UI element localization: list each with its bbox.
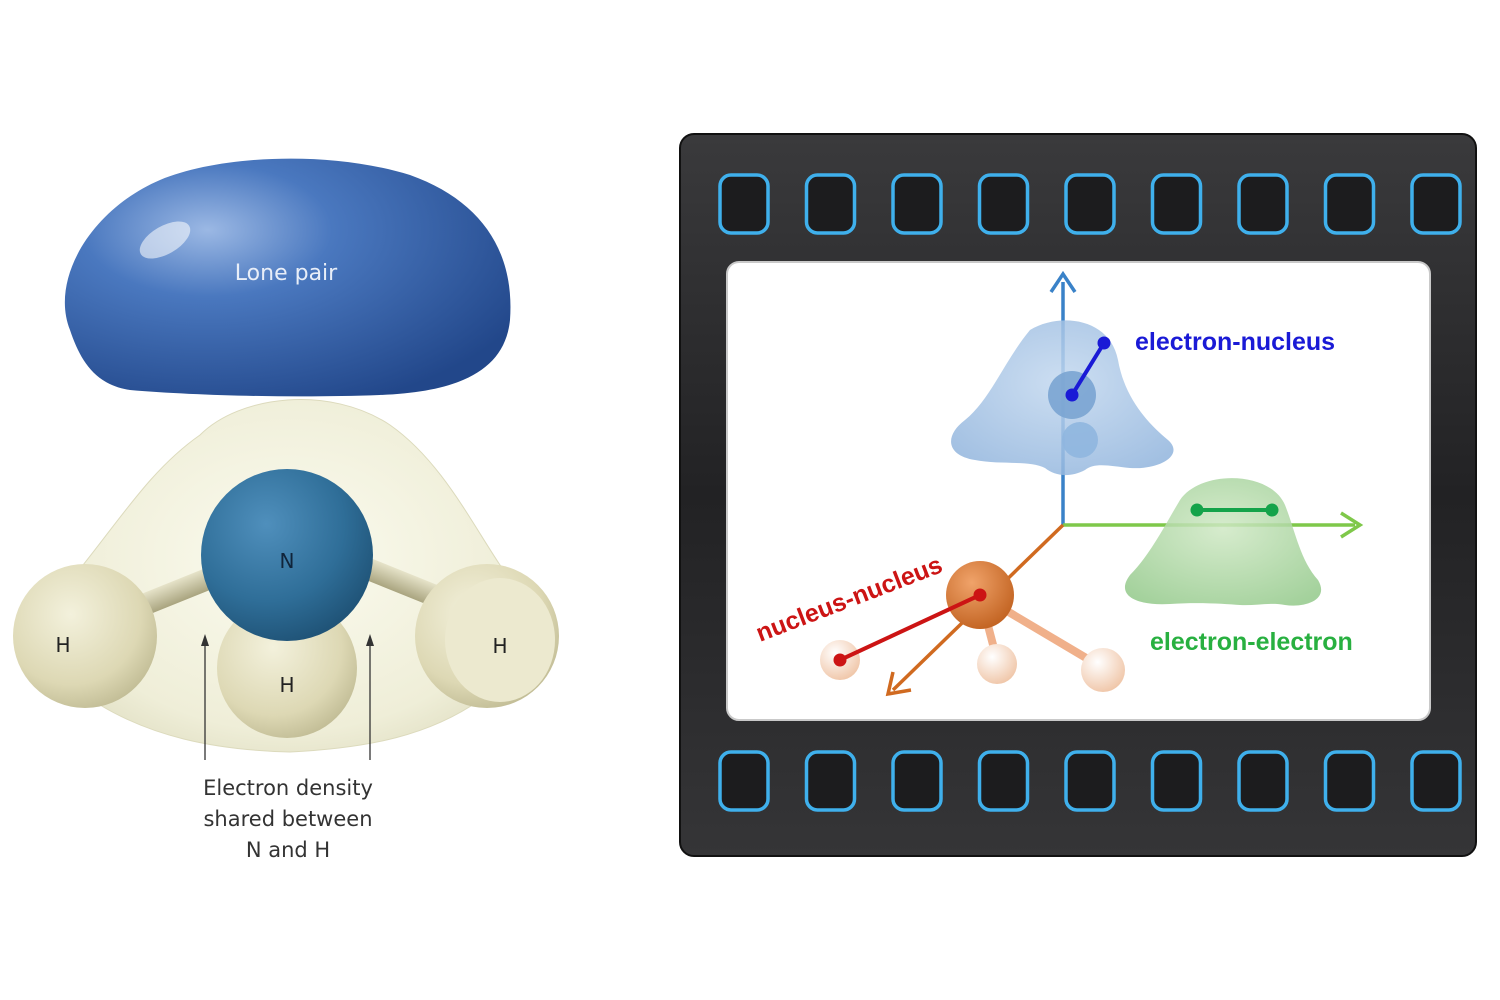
- perforation-top-2: [804, 173, 857, 235]
- perforation-top-1: [718, 173, 770, 235]
- perforation-top-3: [891, 173, 943, 235]
- pointer-arrowhead-left: [201, 634, 209, 646]
- hydrogen-left-label: H: [55, 633, 70, 657]
- interaction-diagram: electron-nucleus electron-electron nucle…: [752, 270, 1364, 697]
- lone-pair-highlight: [139, 221, 191, 259]
- perforations-top: [718, 173, 1462, 235]
- axis-vertical-arrowhead: [1049, 270, 1077, 293]
- perforation-bottom-8: [1323, 750, 1376, 812]
- nucleus-point-a: [833, 653, 847, 667]
- nitrogen-label: N: [280, 549, 295, 573]
- perforation-bottom-3: [891, 750, 943, 812]
- perforation-top-6: [1150, 173, 1203, 235]
- nucleus-point-b: [973, 588, 987, 602]
- electron-electron-label: electron-electron: [1150, 628, 1353, 656]
- hydrogen-atom-left: [13, 564, 157, 708]
- caption-line-3: N and H: [246, 838, 330, 862]
- perforation-bottom-6: [1150, 750, 1203, 812]
- perforation-bottom-4: [977, 750, 1030, 812]
- electron-nucleus-link: [1070, 341, 1106, 397]
- molecule-h-atom-right: [1081, 648, 1125, 692]
- perforations-bottom: [718, 750, 1462, 812]
- molecule-h-atom-down: [977, 644, 1017, 684]
- hydrogen-right-label: H: [492, 634, 507, 658]
- filmstrip: [679, 133, 1477, 857]
- electron-point-a: [1190, 503, 1204, 517]
- nucleus-point: [1065, 388, 1079, 402]
- nitrogen-atom: [201, 469, 373, 641]
- perforation-bottom-5: [1064, 750, 1116, 812]
- caption-line-2: shared between: [203, 807, 372, 831]
- perforation-top-7: [1237, 173, 1289, 235]
- perforation-bottom-9: [1410, 750, 1462, 812]
- perforation-top-4: [977, 173, 1030, 235]
- lone-pair-lobe: [64, 158, 511, 397]
- caption-line-1: Electron density: [203, 776, 373, 800]
- electron-point: [1097, 336, 1111, 350]
- axis-diagonal-arrowhead: [885, 671, 912, 697]
- ammonia-model: Lone pair H N H H Electron density share…: [13, 158, 559, 862]
- perforation-bottom-2: [804, 750, 857, 812]
- perforation-top-5: [1064, 173, 1116, 235]
- pointer-arrowhead-right: [366, 634, 374, 646]
- perforation-bottom-7: [1237, 750, 1289, 812]
- film-screen: [726, 261, 1431, 721]
- axis-horizontal-arrowhead: [1340, 511, 1364, 539]
- hydrogen-front-label: H: [279, 673, 294, 697]
- electron-nucleus-label: electron-nucleus: [1135, 328, 1335, 356]
- electron-nucleus-lower-atom: [1062, 422, 1098, 458]
- nucleus-nucleus-link: [839, 593, 981, 662]
- lone-pair-label: Lone pair: [235, 261, 338, 286]
- perforation-top-9: [1410, 173, 1462, 235]
- perforation-top-8: [1323, 173, 1376, 235]
- electron-point-b: [1265, 503, 1279, 517]
- perforation-bottom-1: [718, 750, 770, 812]
- hydrogen-right-face: [445, 578, 555, 702]
